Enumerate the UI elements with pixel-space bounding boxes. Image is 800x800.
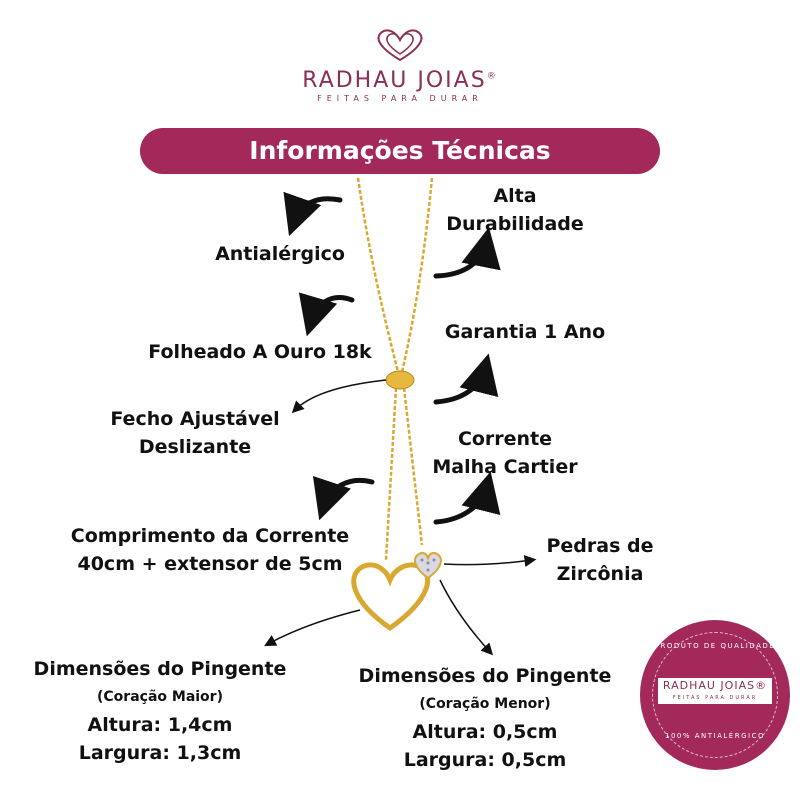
pendant-small-dimensions: Dimensões do Pingente (Coração Menor) Al…	[358, 665, 612, 771]
seal-bottom-text: 100% ANTIALÉRGICO	[665, 732, 765, 740]
brand-name: RADHAU JOIAS®	[302, 68, 498, 93]
curved-arrow-icon	[283, 191, 501, 525]
label-folheado: Folheado A Ouro 18k	[148, 341, 372, 363]
brand-tagline: FEITAS PARA DURAR	[317, 94, 483, 103]
label-antialergico: Antialérgico	[215, 243, 345, 265]
seal-top-text: PRODUTO DE QUALIDADE	[654, 642, 776, 650]
seal-brand: RADHAU JOIAS®	[662, 679, 768, 692]
heart-logo-icon	[377, 29, 423, 62]
title-banner: Informações Técnicas	[140, 128, 660, 174]
seal-tagline: FEITAS PARA DURAR	[672, 695, 758, 701]
quality-seal: PRODUTO DE QUALIDADE RADHAU JOIAS® FEITA…	[640, 620, 790, 770]
pendant-large-dimensions: Dimensões do Pingente (Coração Maior) Al…	[33, 658, 287, 764]
label-garantia: Garantia 1 Ano	[444, 321, 606, 343]
